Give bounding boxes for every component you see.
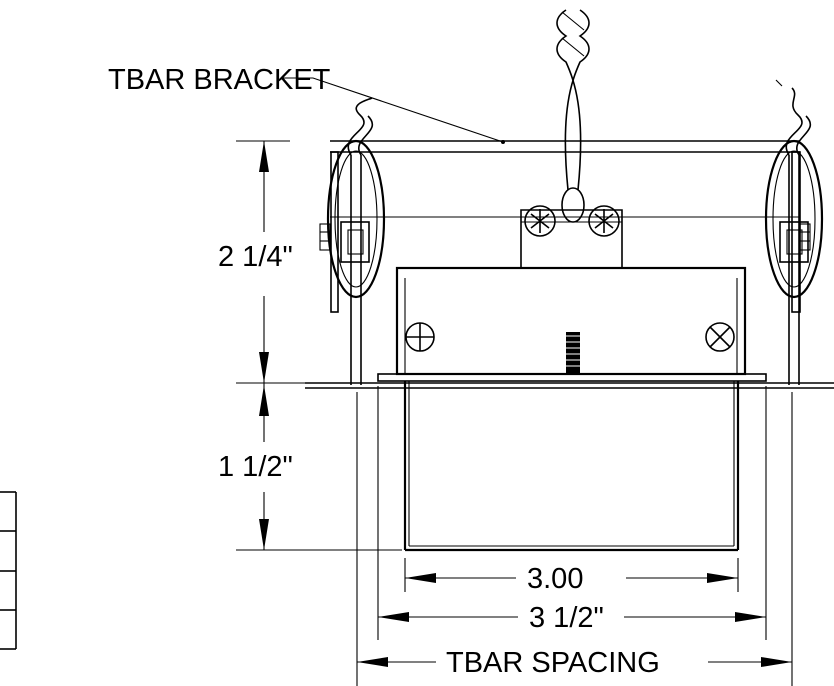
title-block-fragment [0,491,17,650]
tbar-spacing-label: TBAR SPACING [446,647,660,679]
fixture-assembly [305,9,834,552]
tbar-bracket-callout: TBAR BRACKET [108,64,505,144]
width-outer-label: 3 1/2" [529,602,604,634]
height-upper-label: 2 1/4" [218,241,293,273]
tbar-bracket-label: TBAR BRACKET [108,64,331,96]
height-lower-label: 1 1/2" [218,451,293,483]
vertical-dimensions: 2 1/4" 1 1/2" [218,140,402,551]
horizontal-dimensions: 3.00 3 1/2" TBAR SPACING [356,386,793,686]
width-inner-label: 3.00 [527,563,583,595]
